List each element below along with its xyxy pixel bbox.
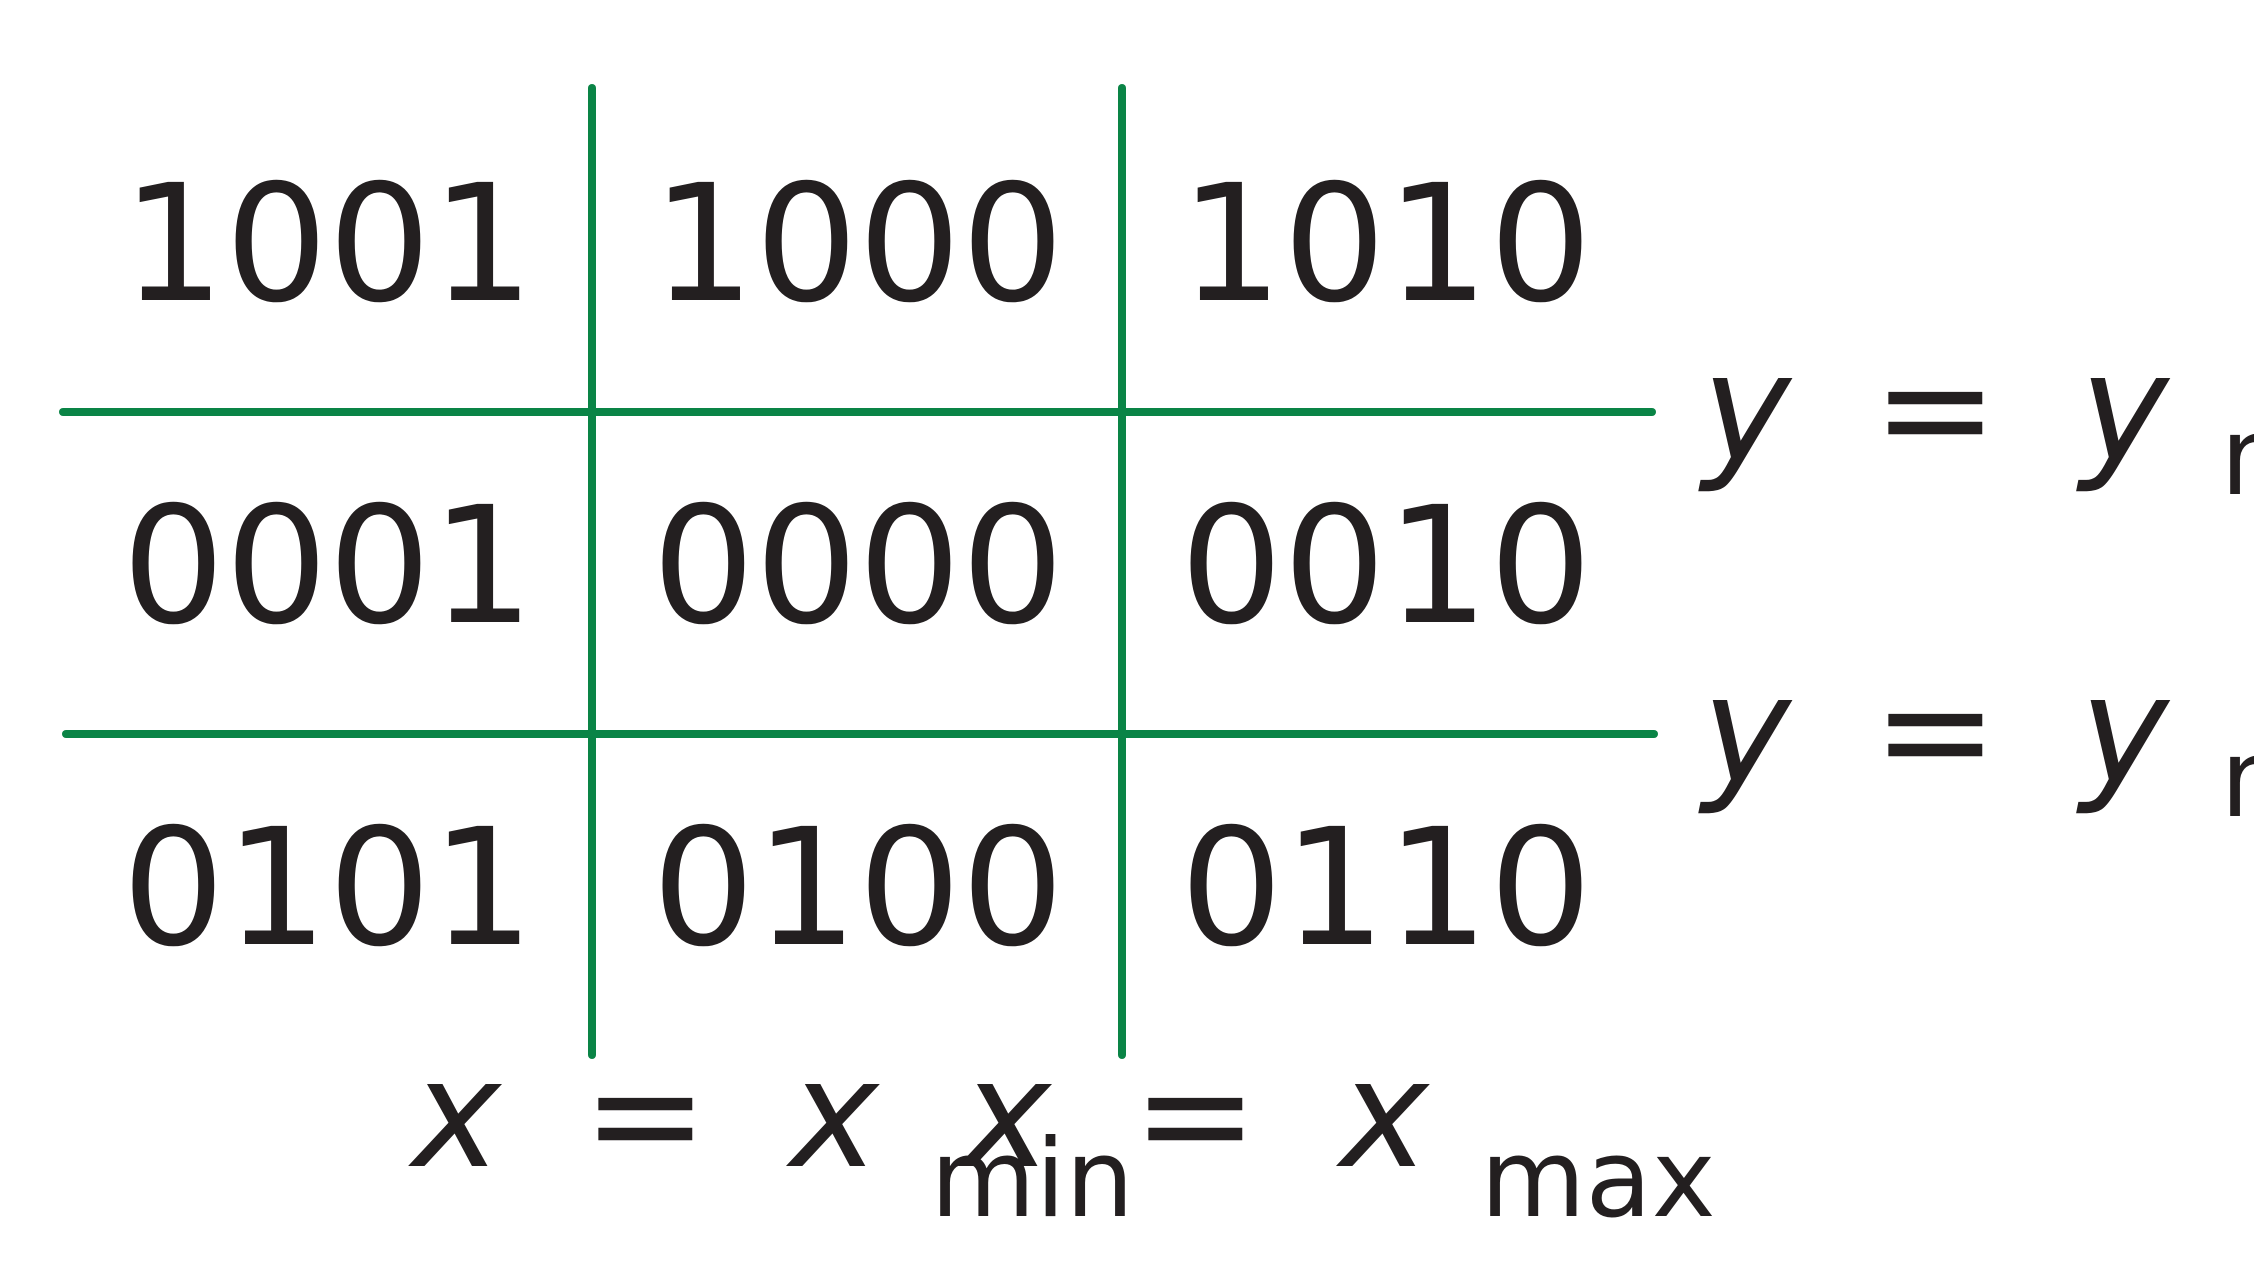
label-xmin-lhs: x	[408, 1028, 503, 1202]
label-xmin-equals: =	[582, 1028, 708, 1202]
label-ymax-var: y	[2076, 322, 2171, 496]
label-xmax-equals: =	[1132, 1028, 1258, 1202]
label-xmax-var: x	[1336, 1028, 1431, 1202]
label-ymax-lhs: y	[1698, 322, 1793, 496]
label-ymin-var: y	[2076, 644, 2171, 818]
label-xmax-lhs: x	[958, 1028, 1053, 1202]
label-xmax-subscript: max	[1480, 1117, 1715, 1242]
label-y-equals-ymin: y = y min	[1698, 644, 2254, 842]
label-ymin-subscript: min	[2220, 717, 2254, 842]
label-x-equals-xmax: x = x max	[958, 1028, 1716, 1242]
region-code-center: 0000	[652, 473, 1064, 661]
label-xmin-var: x	[786, 1028, 881, 1202]
region-code-bottom-left: 0101	[122, 795, 534, 983]
region-code-middle-left: 0001	[122, 473, 534, 661]
label-xmin-subscript: min	[930, 1117, 1134, 1242]
label-x-equals-xmin: x = x min	[408, 1028, 1134, 1242]
region-code-bottom-center: 0100	[652, 795, 1064, 983]
label-ymax-subscript: max	[2220, 395, 2254, 520]
region-code-top-right: 1010	[1180, 151, 1592, 339]
label-ymin-equals: =	[1872, 644, 1998, 818]
region-code-top-left: 1001	[122, 151, 534, 339]
region-code-top-center: 1000	[652, 151, 1064, 339]
region-code-bottom-right: 0110	[1180, 795, 1592, 983]
label-y-equals-ymax: y = y max	[1698, 322, 2254, 520]
label-ymax-equals: =	[1872, 322, 1998, 496]
label-ymin-lhs: y	[1698, 644, 1793, 818]
region-code-middle-right: 0010	[1180, 473, 1592, 661]
